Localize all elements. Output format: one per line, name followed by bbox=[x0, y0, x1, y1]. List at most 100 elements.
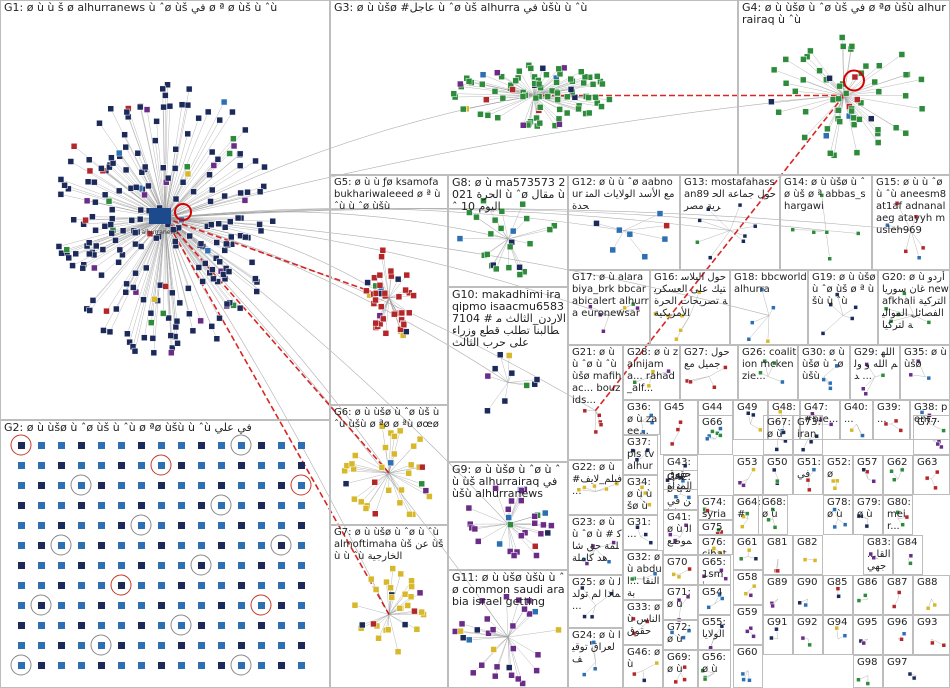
group-box-g62: G62 bbox=[883, 455, 913, 495]
group-label-g32: G32: ø ù abdul... النقابة bbox=[627, 552, 662, 600]
group-box-g21: G21: ø ù ù ˆø ù ˆù ùšø mafihac... bouzid… bbox=[568, 345, 623, 460]
group-label-g40: G40: ... bbox=[844, 402, 872, 426]
group-box-g96: G96 bbox=[883, 615, 913, 655]
group-box-g41: G41: ø ù الموضع bbox=[663, 510, 698, 555]
group-label-g53: G53 bbox=[737, 457, 757, 469]
group-box-g94: G94 bbox=[823, 615, 853, 655]
group-box-g60: G60 bbox=[733, 645, 763, 688]
group-label-g30: G30: ø ù ùšø ù ˆø ùšù bbox=[802, 347, 849, 383]
group-label-g76: G76: cihat bbox=[702, 537, 732, 555]
group-label-g92: G92 bbox=[797, 617, 817, 629]
group-box-g7: G7: ø ù ùšø ù ˆø ù ˆù almoftimaha ùš عن … bbox=[330, 525, 448, 688]
group-label-g18: G18: bbcworld alhurra bbox=[734, 272, 807, 296]
group-box-g57: G57 bbox=[853, 455, 883, 495]
group-label-g78: G78: ø ù bbox=[827, 497, 852, 521]
group-label-g22: G22: ø ù #فيلم_لايف ... bbox=[572, 462, 622, 498]
group-label-g43: G43: حقوق المرأة bbox=[667, 457, 697, 490]
group-box-g83: G83: القا... جهي bbox=[863, 535, 893, 575]
group-label-g97: G97 bbox=[887, 657, 907, 669]
group-label-g52: G52: ø bbox=[827, 457, 852, 481]
group-box-g51: G51: في bbox=[793, 455, 823, 495]
group-label-g86: G86 bbox=[857, 577, 877, 589]
group-label-g74: G74: syria bbox=[702, 497, 732, 520]
group-box-g54: G54 bbox=[698, 585, 731, 615]
group-box-g19: G19: ø ù ùšø ù ˆø ùš ø ª ùšù ù ˆù bbox=[808, 270, 878, 345]
group-label-g63: G63 bbox=[917, 457, 937, 469]
group-box-g39: G39: ... bbox=[873, 400, 910, 440]
group-box-g67: G67: ø ù bbox=[763, 415, 793, 455]
group-box-g50: G50 bbox=[763, 455, 793, 495]
group-label-g23: G23: ø ù ù ˆø ù # كلمة حق شاهد كاملة bbox=[572, 517, 622, 565]
group-box-g90: G90 bbox=[793, 575, 823, 615]
group-label-g51: G51: في bbox=[797, 457, 822, 481]
group-label-g70: G70 bbox=[667, 557, 687, 569]
group-box-g15: G15: ø ù ù ˆø ù ˆù aneesm8 at1af adnanal… bbox=[872, 175, 950, 270]
group-box-g18: G18: bbcworld alhurra bbox=[730, 270, 808, 345]
group-label-g79: G79: ø ù bbox=[857, 497, 882, 521]
group-label-g84: G84 bbox=[897, 537, 917, 549]
group-box-g72: G72: ø ù bbox=[663, 620, 698, 650]
group-box-g34: G34: ø ù ùšø ù bbox=[623, 475, 658, 515]
group-label-g81: G81 bbox=[767, 537, 787, 549]
group-box-g97: G97 bbox=[883, 655, 950, 688]
group-box-g59: G59 bbox=[733, 605, 763, 645]
group-label-g16: G16: حول البلاستيك على العسكرية تصريحات … bbox=[654, 272, 729, 320]
group-label-g4: G4: ø ù ùšø ù ˆø ùš في ø ªø ùšù alhurrai… bbox=[742, 2, 949, 26]
group-label-g29: G29: اللهم الله و ولد ... bbox=[854, 347, 899, 383]
group-box-g3: G3: ø ù ùšø #عاجل ù ˆø ùš alhurra في ùšù… bbox=[330, 0, 738, 175]
group-box-g93: G93 bbox=[913, 615, 950, 655]
group-label-g98: G98 bbox=[857, 657, 877, 669]
group-box-g63: G63 bbox=[913, 455, 950, 495]
group-box-g91: G91 bbox=[763, 615, 793, 655]
group-label-g91: G91 bbox=[767, 617, 787, 629]
group-label-g15: G15: ø ù ù ˆø ù ˆù aneesm8 at1af adnanal… bbox=[876, 177, 949, 237]
group-label-g73: G73: iran bbox=[797, 417, 822, 441]
group-label-g95: G95 bbox=[857, 617, 877, 629]
group-label-g5: G5: ø ù ù ƒø ksamofa bukhariwaleeed ø ª … bbox=[334, 177, 447, 213]
group-box-g10: G10: makadhimi iraqipmo isaacmu65837104 … bbox=[448, 287, 568, 462]
group-box-g65: G65: 1smi... bbox=[698, 555, 731, 585]
group-label-g61: G61 bbox=[737, 537, 757, 549]
group-label-g1: G1: ø ù ù š ø alhurranews ù ˆø ùš في ø ª… bbox=[4, 2, 277, 14]
group-box-g66: G66 bbox=[698, 415, 733, 455]
group-label-g93: G93 bbox=[917, 617, 937, 629]
group-box-g6: G6: ø ù ùšø ù ˆø ùš ù ˆù ùšù ø ªø ø ªù ø… bbox=[330, 405, 448, 525]
group-label-g90: G90 bbox=[797, 577, 817, 589]
group-label-g31: G31: ... bbox=[627, 517, 657, 541]
group-box-g32: G32: ø ù abdul... النقابة bbox=[623, 550, 663, 600]
group-label-g80: G80: meir... bbox=[887, 497, 912, 533]
group-box-g40: G40: ... bbox=[840, 400, 873, 440]
group-box-g46: G46: ø ù bbox=[623, 645, 663, 688]
group-box-g61: G61 bbox=[733, 535, 763, 570]
group-label-g46: G46: ø ù bbox=[627, 647, 662, 671]
group-label-g54: G54 bbox=[702, 587, 722, 599]
group-box-g95: G95 bbox=[853, 615, 883, 655]
group-box-g98: G98 bbox=[853, 655, 883, 688]
group-label-g87: G87 bbox=[887, 577, 907, 589]
group-box-g14: G14: ø ù ùšø ù ˆø ùš ø ª abbas_shargawi bbox=[780, 175, 872, 270]
group-box-g52: G52: ø bbox=[823, 455, 853, 495]
group-box-g75: G75 bbox=[698, 520, 733, 535]
group-label-g6: G6: ø ù ùšø ù ˆø ùš ù ˆù ùšù ø ªø ø ªù ø… bbox=[334, 407, 447, 431]
group-label-g71: G71: ø ù bbox=[667, 587, 697, 611]
group-label-g24: G24: ø ù العراق توقيف bbox=[572, 630, 622, 666]
group-label-g94: G94 bbox=[827, 617, 847, 629]
group-label-g3: G3: ø ù ùšø #عاجل ù ˆø ùš alhurra في ùšù… bbox=[334, 2, 587, 14]
group-box-g13: G13: mostafahassan89 حول جماعة الحرية مص… bbox=[680, 175, 780, 270]
group-box-g89: G89 bbox=[763, 575, 793, 615]
group-box-g76: G76: cihat bbox=[698, 535, 733, 555]
group-box-g20: G20: ø ù أردوغان سوريا newafkhali التركي… bbox=[878, 270, 950, 345]
group-label-g67: G67: ø ù bbox=[767, 417, 792, 441]
group-label-g34: G34: ø ù ùšø ù bbox=[627, 477, 657, 513]
group-box-g31: G31: ... bbox=[623, 515, 658, 550]
group-box-g25: G25: ø ù لماذا لم تولد ... bbox=[568, 575, 623, 628]
group-label-g68: G68: ø ù bbox=[762, 497, 787, 521]
group-label-g7: G7: ø ù ùšø ù ˆø ù ˆù almoftimaha ùš عن … bbox=[334, 527, 447, 563]
group-label-g89: G89 bbox=[767, 577, 787, 589]
group-box-g69: G69: ø ù bbox=[663, 650, 698, 688]
group-box-g28: G28: ø ù zainijama... rahad_alf... bbox=[623, 345, 680, 400]
group-label-g25: G25: ø ù لماذا لم تولد ... bbox=[572, 577, 622, 613]
group-label-g11: G11: ø ù ùšø ùšù ù ˆø common saudi arabi… bbox=[452, 572, 567, 608]
group-label-g60: G60 bbox=[737, 647, 757, 659]
